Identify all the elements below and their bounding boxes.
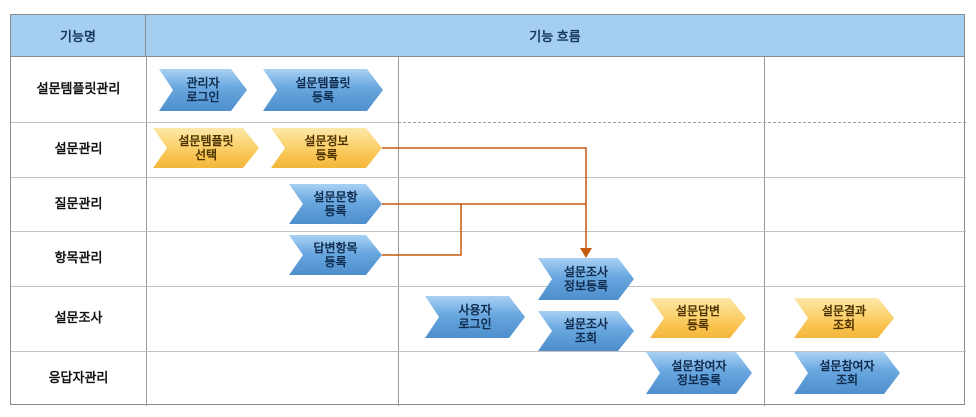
node-text: 설문결과 bbox=[821, 303, 867, 318]
row-label-survey: 설문조사 bbox=[54, 310, 103, 325]
row-label-question-mgmt: 질문관리 bbox=[54, 196, 103, 211]
row-divider-dashed bbox=[398, 122, 966, 123]
node-text: 설문정보 bbox=[304, 133, 349, 148]
row-label-survey-mgmt: 설문관리 bbox=[54, 141, 103, 156]
node-text: 로그인 bbox=[186, 90, 220, 104]
row-divider bbox=[11, 231, 966, 232]
node-text: 설문조사 bbox=[563, 264, 609, 279]
row-divider bbox=[11, 286, 966, 287]
node-text: 조회 bbox=[574, 331, 598, 345]
node-text: 등록 bbox=[315, 148, 338, 162]
row-label-template-mgmt: 설문템플릿관리 bbox=[36, 81, 121, 96]
row-divider bbox=[11, 177, 966, 178]
node-text: 조회 bbox=[832, 318, 856, 332]
connector-survey-info-to-register bbox=[382, 147, 587, 249]
table-header: 기능명 기능 흐름 bbox=[11, 15, 964, 57]
node-text: 조회 bbox=[835, 373, 859, 387]
node-text: 설문답변 bbox=[675, 303, 721, 318]
node-text: 등록 bbox=[324, 255, 347, 269]
connector-answer-item-to-register bbox=[382, 204, 462, 256]
node-text: 정보등록 bbox=[563, 279, 609, 293]
node-text: 설문참여자 bbox=[671, 358, 727, 373]
node-text: 설문참여자 bbox=[819, 358, 875, 373]
connector-arrowhead bbox=[580, 248, 592, 258]
flow-table: 기능명 기능 흐름 설문템플릿관리 설문관리 질문관리 항목관리 설문조사 응답… bbox=[10, 14, 966, 406]
row-divider bbox=[11, 351, 966, 352]
node-text: 관리자 bbox=[186, 75, 220, 90]
node-text: 등록 bbox=[686, 318, 710, 332]
node-text: 로그인 bbox=[458, 317, 492, 331]
header-function-flow: 기능 흐름 bbox=[529, 29, 581, 44]
node-text: 등록 bbox=[324, 204, 347, 218]
header-function-name: 기능명 bbox=[11, 15, 146, 56]
connector-lines bbox=[382, 147, 592, 258]
row-label-respondent-mgmt: 응답자관리 bbox=[48, 370, 109, 385]
row-label-item-mgmt: 항목관리 bbox=[54, 250, 103, 265]
node-text: 정보등록 bbox=[676, 373, 722, 387]
node-text: 사용자 bbox=[458, 302, 492, 317]
node-text: 설문조사 bbox=[563, 316, 609, 331]
node-text: 등록 bbox=[311, 90, 335, 104]
node-text: 설문템플릿 bbox=[295, 75, 351, 90]
node-text: 설문문항 bbox=[313, 189, 358, 204]
node-text: 답변항목 bbox=[313, 240, 358, 255]
node-text: 설문템플릿 bbox=[178, 133, 234, 148]
node-text: 선택 bbox=[194, 148, 218, 162]
row-divider bbox=[11, 122, 398, 123]
